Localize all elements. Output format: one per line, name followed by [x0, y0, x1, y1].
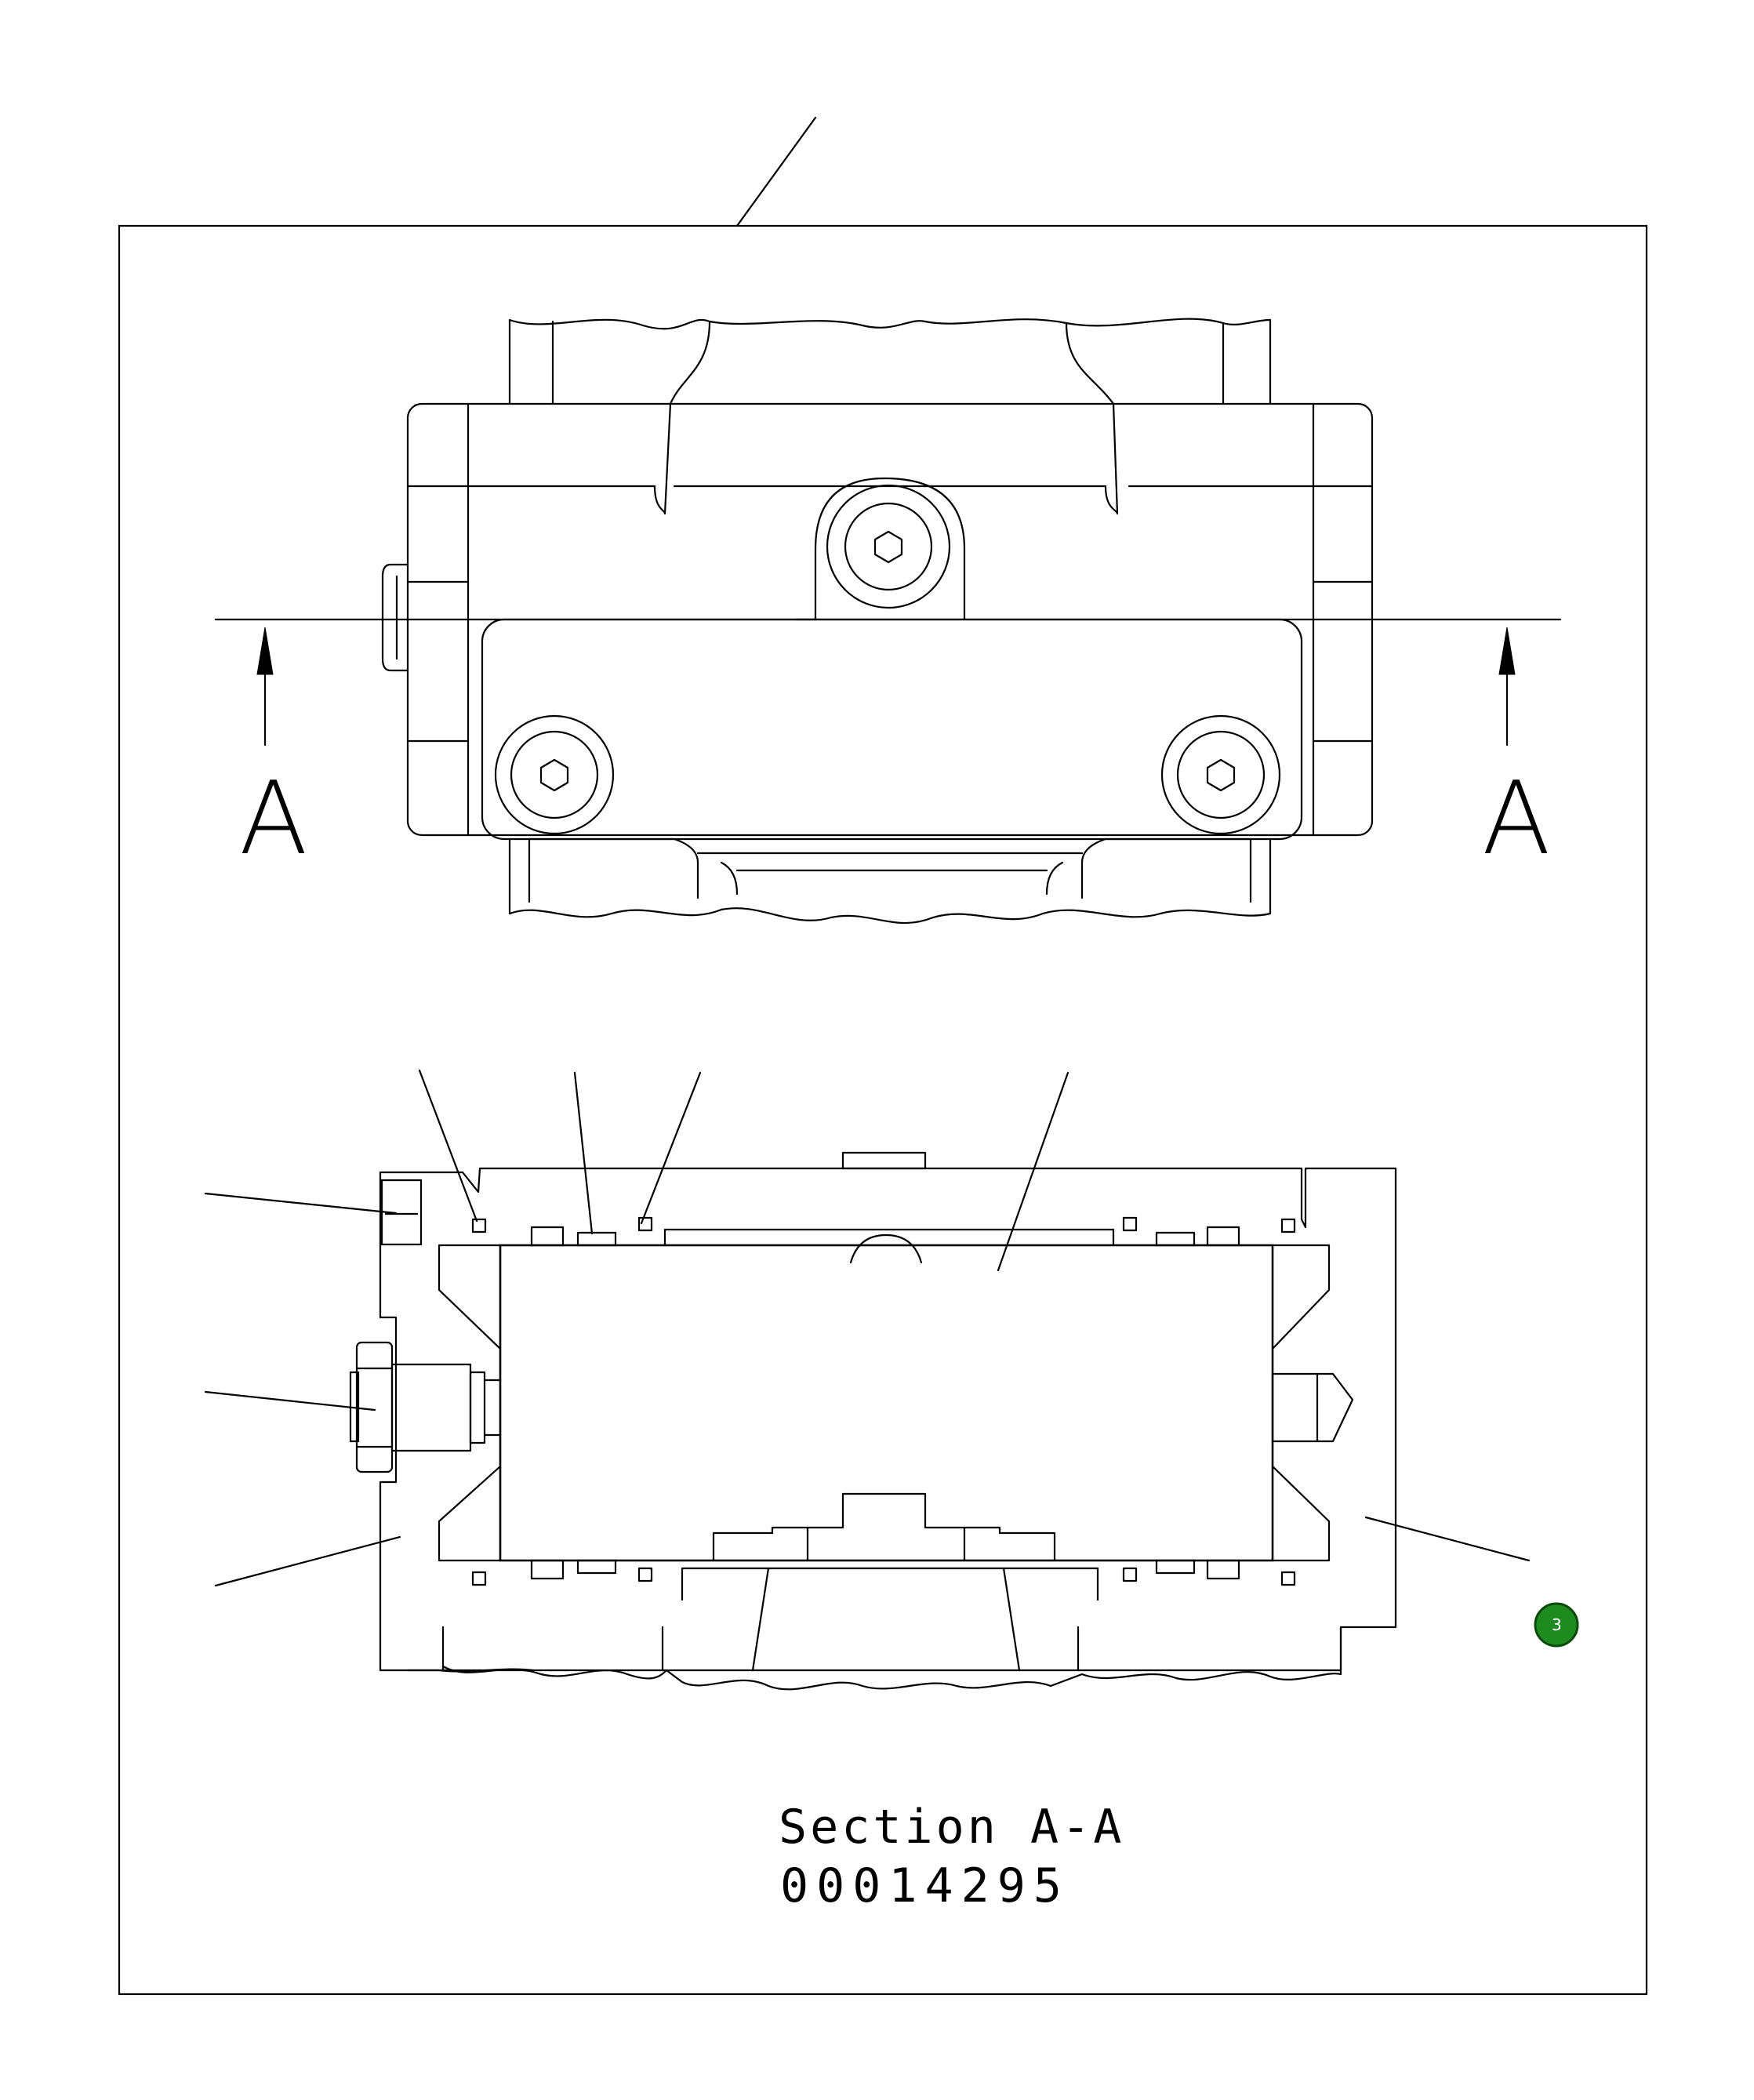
spool — [499, 1244, 1274, 1562]
section-letter-right: A — [1482, 761, 1551, 877]
top-left-plug — [380, 1179, 423, 1246]
callout-badge-circle[interactable] — [1534, 1602, 1579, 1648]
section-marker-left: A — [239, 627, 308, 877]
diagram-frame — [118, 224, 1648, 1996]
top-view — [214, 318, 1562, 925]
drawing-number: 00014295 — [780, 1858, 1069, 1913]
right-tip — [1271, 1372, 1354, 1443]
top-view-break-top — [508, 318, 1272, 330]
section-housing — [379, 1167, 1397, 1672]
side-plug — [381, 563, 409, 672]
top-leader-line — [735, 116, 817, 227]
top-view-cover — [481, 618, 1303, 841]
bolt-top — [826, 484, 951, 609]
hex-nut — [355, 1341, 394, 1473]
callout-badge[interactable]: 3 — [1534, 1602, 1579, 1648]
bolt-bottom-left — [494, 714, 615, 835]
callout-badge-label: 3 — [1552, 1615, 1562, 1634]
section-caption: Section A-A — [779, 1800, 1124, 1855]
section-view — [204, 1069, 1531, 1691]
section-break-bottom — [441, 1665, 1342, 1691]
top-view-break-bottom — [508, 907, 1272, 925]
bolt-bottom-right — [1160, 714, 1281, 835]
section-marker-right: A — [1482, 627, 1551, 877]
section-letter-left: A — [239, 761, 308, 877]
